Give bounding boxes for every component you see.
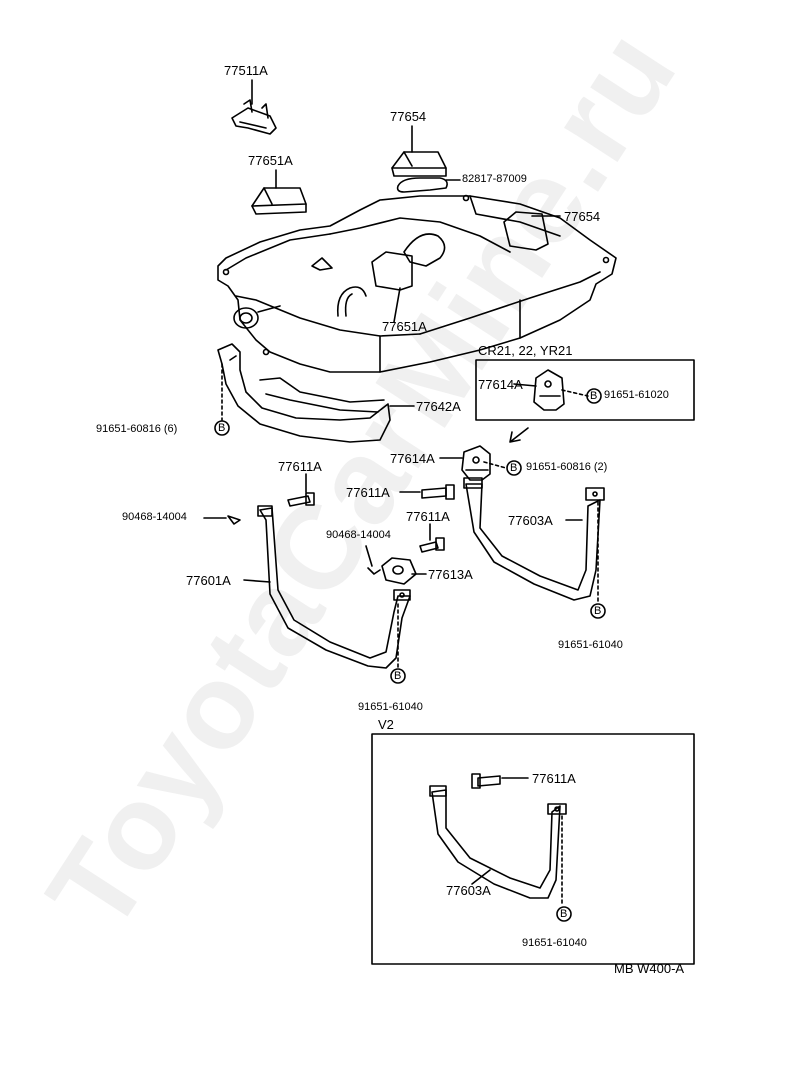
strap-77603a [463, 477, 605, 601]
part-label-91651-61040-left: 91651-61040 [358, 701, 423, 713]
part-label-77642a: 77642A [416, 399, 461, 414]
variant-box-cr21 [475, 359, 695, 421]
variant-label-cr21: CR21, 22, YR21 [478, 343, 573, 358]
part-label-77614a-box: 77614A [478, 377, 523, 392]
part-label-77613a: 77613A [428, 567, 473, 582]
part-label-77614a: 77614A [390, 451, 435, 466]
leader-90468-mid [365, 545, 373, 567]
variant-label-v2: V2 [378, 717, 394, 732]
bolt-symbol-b: B [560, 908, 568, 920]
clip-90468-mid [367, 567, 381, 575]
leader-77614a-box [513, 383, 537, 387]
bracket-77614a-cr21 [533, 369, 565, 411]
bracket-77511a [231, 99, 277, 135]
leader-77651a-mid [393, 287, 401, 323]
bolt-77611a-1 [287, 492, 315, 507]
bolt-77611a-2 [421, 484, 455, 500]
part-label-82817-87009: 82817-87009 [462, 173, 527, 185]
part-label-77511a: 77511A [224, 63, 268, 78]
part-label-77651a-mid: 77651A [382, 319, 427, 334]
bolt-symbol-b: B [594, 605, 602, 617]
insulator-77642a [217, 343, 391, 443]
part-label-77611a-1: 77611A [278, 459, 322, 474]
part-label-77611a-3: 77611A [406, 509, 450, 524]
clip-90468-left [227, 515, 241, 525]
variant-box-v2 [371, 733, 695, 965]
part-label-77601a: 77601A [186, 573, 231, 588]
bolt-symbol-b: B [394, 670, 402, 682]
pad-77651a-top [251, 187, 307, 215]
part-label-77603a: 77603A [508, 513, 553, 528]
bolt-77611a-3 [419, 537, 445, 553]
pad-77654-top [391, 151, 447, 177]
part-label-77611a-v2: 77611A [532, 771, 576, 786]
part-label-77654-top: 77654 [390, 109, 427, 124]
part-label-90468-14004-left: 90468-14004 [122, 511, 187, 523]
part-label-77611a-2: 77611A [346, 485, 390, 500]
diagram-code: MB W400-A [614, 961, 685, 976]
leader-77601a [243, 579, 271, 583]
bracket-77614a [461, 445, 491, 481]
part-label-77603a-v2: 77603A [446, 883, 491, 898]
part-label-77651a-top: 77651A [248, 153, 293, 168]
part-label-91651-61020: 91651-61020 [604, 389, 669, 401]
clip-82817-87009 [396, 177, 461, 193]
bolt-symbol-b: B [510, 462, 518, 474]
part-label-91651-61040-v2: 91651-61040 [522, 937, 587, 949]
fuel-tank [217, 194, 617, 373]
part-label-90468-14004-mid: 90468-14004 [326, 529, 391, 541]
part-label-77654-right: 77654 [564, 209, 601, 224]
bolt-symbol-b: B [218, 422, 226, 434]
bracket-77613a [381, 557, 417, 585]
bolt-77611a-v2 [471, 773, 501, 789]
leader-77603a-v2 [471, 869, 491, 885]
bolt-symbol-b: B [590, 390, 598, 402]
part-label-91651-61040-right: 91651-61040 [558, 639, 623, 651]
part-label-91651-60816-6: 91651-60816 (6) [96, 423, 178, 435]
leader-60816-2 [483, 461, 507, 469]
strap-77601a [257, 505, 411, 669]
strap-77603a-v2 [429, 785, 567, 899]
arrow-icon [509, 427, 529, 443]
bolt-symbols [214, 388, 606, 922]
part-label-91651-60816-2: 91651-60816 (2) [526, 461, 608, 473]
leader-61020 [561, 389, 589, 397]
